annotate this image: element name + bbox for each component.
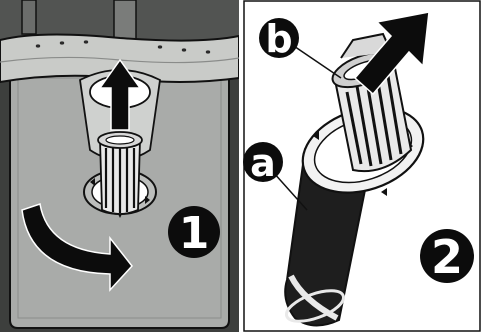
dishwasher-tub-illustration: 1 bbox=[0, 0, 239, 332]
panel-step-1: 1 bbox=[0, 0, 239, 332]
step-2-number: 2 bbox=[431, 230, 463, 284]
panel-step-2: b a 2 bbox=[243, 0, 481, 332]
callout-b-letter: b bbox=[265, 17, 292, 61]
filter-assembly-illustration: b a 2 bbox=[243, 0, 481, 332]
step-1-number: 1 bbox=[179, 208, 210, 259]
callout-a-letter: a bbox=[250, 141, 276, 185]
